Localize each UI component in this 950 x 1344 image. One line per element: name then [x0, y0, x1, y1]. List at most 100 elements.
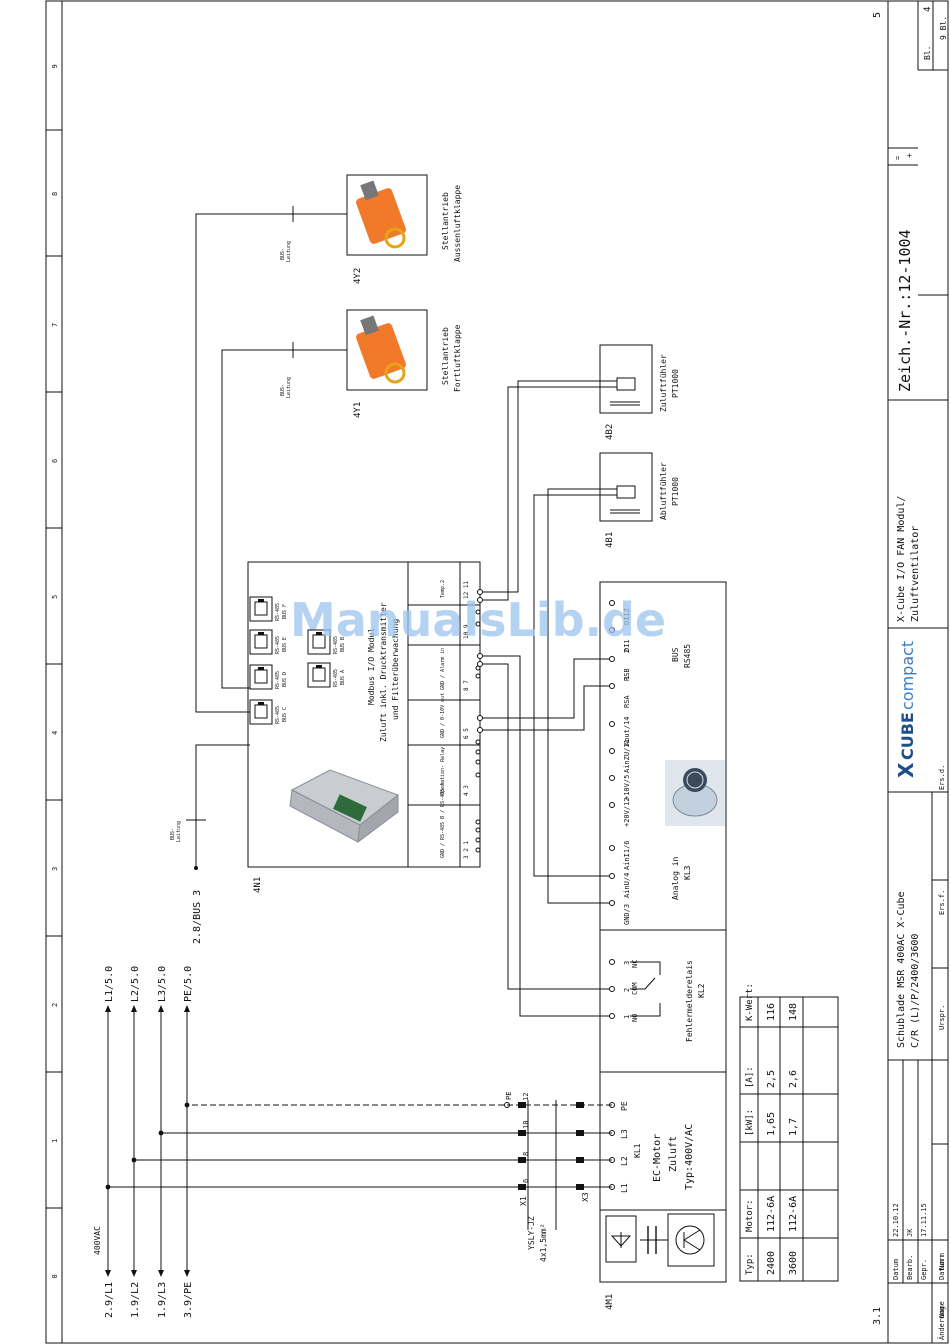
supply-ref-bottom: 1.9/L3 — [157, 1282, 168, 1318]
m1-x3: X3 — [581, 1192, 590, 1202]
terminal-numbers: 12 11 — [463, 581, 470, 599]
table-cell: 2,5 — [766, 1070, 777, 1088]
kl3-rs: RS485 — [683, 644, 692, 668]
kl3-pin-number: 1 — [623, 676, 631, 680]
sensor-wiring — [480, 380, 617, 904]
kl2-pin-number: 1 — [623, 1015, 631, 1019]
table-cell: 2,6 — [788, 1070, 799, 1088]
actuator-4y2: 4Y2 Stellantrieb Aussenluftklappe BUS- L… — [195, 174, 462, 713]
title-row-value: 22.10.12 — [892, 1203, 900, 1237]
kl3-analog: Analog in — [671, 856, 680, 900]
description-1: Schublade MSR 400AC X-Cube — [896, 891, 907, 1048]
b1-line1: Abluftfühler — [659, 462, 668, 520]
border-number: 1 — [51, 1139, 59, 1143]
kl2-tag: KL2 — [697, 983, 706, 998]
kl3-pin-label: AinI1/6 — [623, 840, 631, 870]
kl3-pin-label: RSA — [623, 695, 631, 708]
kl2-name: Fehlermelderelais — [685, 960, 694, 1042]
port-label: RS-485 — [275, 603, 281, 621]
n1-line1: Modbus I/O Modul — [367, 628, 376, 705]
table-header: [kW]: — [745, 1109, 755, 1136]
motor-terminal: PE — [620, 1101, 629, 1111]
kl3-pin-label: AinZU/11 — [623, 739, 631, 773]
motor-terminal: L2 — [620, 1156, 629, 1166]
sheet-total: 9 Bl. — [939, 16, 948, 40]
terminal-label: Temp.2 — [440, 580, 446, 598]
m1-line1: EC-Motor — [652, 1134, 663, 1182]
footer-replaced-by: Ers.d. — [938, 765, 946, 790]
kl2-pin-label: NC — [631, 960, 639, 968]
kl2-pin-label: NO — [631, 1014, 639, 1022]
page-ref: 3.1 — [872, 1307, 883, 1325]
port-label: RS-485 — [275, 636, 281, 654]
terminal-numbers: 10 9 — [463, 624, 470, 639]
xcube-logo: X CUBE compact — [894, 641, 918, 778]
description-2: C/R (L)/P/2400/3600 — [910, 934, 921, 1048]
m1-cable: YSLY-JZ — [527, 1216, 536, 1250]
port-bus: BUS E — [282, 637, 288, 652]
port-bus: BUS F — [282, 604, 288, 619]
kl3-pin-label: +20V/12 — [623, 797, 631, 827]
logo-cube: CUBE — [898, 712, 917, 760]
border-number: 2 — [51, 1003, 59, 1007]
subtitle-2: Zuluftventilator — [910, 526, 921, 622]
table-cell: 3600 — [788, 1251, 799, 1275]
port-bus: BUS B — [340, 637, 346, 652]
b2-line2: PT1000 — [671, 369, 680, 398]
terminal-label: GND / RS-485 B / RS-485 A — [440, 783, 446, 858]
n1-bus-1: BUS- — [170, 828, 176, 840]
module-photo — [289, 769, 400, 844]
table-header: [A]: — [745, 1066, 755, 1088]
logo-compact: compact — [898, 641, 917, 710]
y2-line1: Stellantrieb — [441, 192, 450, 250]
wire-number: 10 — [522, 1121, 530, 1129]
sensor-4b2: 4B2 Zuluftfühler PT1000 — [599, 344, 680, 440]
sheet-number: 4 — [923, 7, 933, 12]
border-number: 8 — [51, 192, 59, 196]
motor-symbols — [605, 1213, 715, 1267]
border-number: 7 — [51, 323, 59, 327]
n1-line3: und Filterüberwachung — [391, 619, 400, 720]
b2-line1: Zuluftfühler — [659, 354, 668, 412]
wire-number: 6 — [522, 1179, 530, 1183]
terminal-numbers: 3 2 1 — [463, 841, 470, 859]
title-row-value: Norm — [938, 1253, 946, 1270]
footer-date: Datum — [938, 1259, 946, 1280]
port-label: RS-485 — [275, 706, 281, 724]
title-block: Bl. 4 9 Bl. = + Zeich.-Nr.:12-1004 X-Cub… — [887, 1, 948, 1343]
kl3-pin-label: DI1Z — [623, 608, 631, 625]
watermark: ManualsLib.de — [290, 593, 666, 647]
supply-ref-top: L2/5.0 — [130, 966, 141, 1002]
supply-ref-top: PE/5.0 — [183, 966, 194, 1002]
eq-mark: = — [894, 156, 902, 160]
b1-line2: PT1000 — [671, 477, 680, 506]
terminal-label: GND / 0-10V out — [440, 693, 446, 738]
terminal-label: GND / Alarm in — [440, 648, 446, 690]
m1-kl: KL1 — [633, 1143, 642, 1158]
table-header: Typ: — [745, 1253, 755, 1275]
table-cell: 1,7 — [788, 1118, 799, 1136]
y2-bus-2: Leitung — [286, 241, 292, 262]
m1-line3: Typ:400V/AC — [684, 1124, 695, 1190]
y2-bus-1: BUS- — [280, 248, 286, 260]
tag-4n1: 4N1 — [253, 877, 263, 893]
kl3-pin-label: +10V/5 — [623, 775, 631, 800]
kl3-pin-label: DI1 — [623, 639, 631, 652]
tag-4b1: 4B1 — [605, 532, 615, 548]
border-number: 3 — [51, 867, 59, 871]
kl3-pin-label: Aout/14 — [623, 716, 631, 746]
footer-replaces: Ers.f. — [938, 890, 946, 915]
n1-bus-2: Leitung — [176, 821, 182, 842]
table-header: Motor: — [745, 1199, 755, 1232]
n1-line2: Zuluft inkl. Drucktransmitter — [379, 602, 388, 742]
port-label: RS-485 — [275, 671, 281, 689]
plus-mark: + — [905, 153, 914, 158]
subtitle-1: X-Cube I/O FAN Modul/ — [896, 496, 907, 622]
footer-orig: Urspr. — [938, 1005, 946, 1030]
title-row-value: JK — [906, 1228, 914, 1237]
